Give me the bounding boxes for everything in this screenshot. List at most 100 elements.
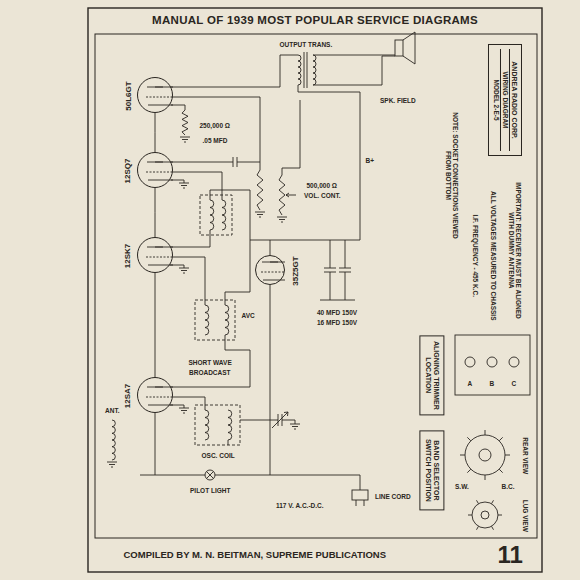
supply-note: 117 V. A.C.-D.C.	[275, 502, 325, 509]
switch-lug	[492, 526, 494, 529]
coil-symbol	[298, 55, 301, 85]
tube-elements	[137, 77, 173, 113]
note-text: ALL VOLTAGES MEASURED TO CHASSIS	[489, 189, 496, 321]
part-value: 16 MFD 150V	[316, 319, 358, 326]
switch-lug	[498, 515, 502, 516]
tube-grid	[146, 171, 173, 172]
band-switch	[465, 435, 505, 475]
tube-plate	[147, 386, 173, 387]
ground-symbol	[179, 408, 189, 413]
part-name: PILOT LIGHT	[189, 487, 231, 494]
box-heading: BAND SELECTOR SWITCH POSITION	[424, 435, 441, 505]
coil-symbol	[225, 305, 229, 335]
tube-link-wire	[155, 188, 156, 237]
coil-symbol	[228, 410, 232, 440]
ground-symbol	[255, 212, 265, 217]
switch-contact	[485, 430, 486, 435]
switch-lug	[492, 500, 494, 503]
diagram-frame	[95, 34, 537, 538]
switch-contact	[499, 437, 503, 441]
page-frame	[88, 8, 542, 572]
note-box: ALIGNING TRIMMER LOCATION	[420, 335, 445, 415]
ground-symbol	[277, 217, 287, 222]
note-text: NOTE: SOCKET CONNECTIONS VIEWED FROM BOT…	[445, 104, 460, 246]
gang-condenser	[272, 412, 288, 428]
tube-grid	[146, 96, 173, 97]
part-value: 250,000 Ω	[199, 122, 232, 129]
trimmer-screw	[487, 357, 497, 367]
tube-grid	[146, 256, 173, 257]
vacuum-tube: 12SA7	[137, 377, 173, 413]
tube-elements	[137, 152, 173, 188]
capacitor-symbol	[324, 268, 336, 272]
part-value: .05 MFD	[202, 137, 229, 144]
switch-contact	[467, 469, 471, 473]
tube-grid	[146, 396, 173, 397]
ground-symbol	[179, 183, 189, 188]
tube-link-wire	[155, 273, 156, 377]
resistor-symbol	[279, 175, 285, 215]
capacitor-symbol	[233, 157, 237, 167]
volume-arm	[286, 193, 296, 197]
part-value: 500,000 Ω	[306, 182, 339, 189]
tube-type: 35Z5GT	[291, 255, 299, 286]
signal-name: B+	[365, 157, 376, 164]
trimmer-screw	[465, 357, 475, 367]
note-text: IMPORTANT: RECEIVER MUST BE ALIGNED WITH…	[508, 179, 523, 321]
tube-cathode	[148, 404, 173, 405]
tube-type: 12SA7	[124, 383, 132, 409]
box-heading: ALIGNING TRIMMER LOCATION	[424, 340, 441, 410]
view-label: LUG VIEW	[521, 498, 528, 532]
if-transformer-can	[200, 195, 232, 235]
band-switch-hub	[479, 449, 491, 461]
note-box: ANDREA RADIO CORP.WIRING DIAGRAMMODEL 2-…	[488, 44, 522, 156]
lug-view-hub	[481, 511, 489, 519]
switch-position: B.C.	[501, 483, 516, 490]
part-name: LINE CORD	[374, 493, 412, 500]
tube-plate	[147, 246, 173, 247]
coil-symbol	[313, 55, 316, 85]
tube-grid	[261, 271, 285, 272]
switch-lug	[477, 526, 479, 529]
components	[107, 55, 510, 530]
tube-cathode	[148, 179, 173, 180]
tube-plate	[147, 161, 173, 162]
vacuum-tube: 50L6GT	[137, 77, 173, 113]
switch-contact	[499, 469, 503, 473]
part-value: 40 MFD 150V	[316, 309, 358, 316]
signal-name: AVC	[241, 312, 256, 319]
ground-symbol	[179, 268, 189, 273]
resistor-symbol	[257, 170, 263, 210]
tube-type: 12SK7	[124, 243, 132, 269]
switch-contact	[505, 455, 510, 456]
trimmer-chassis	[455, 335, 530, 395]
lug-view-wafer	[472, 502, 498, 528]
ground-symbol	[180, 137, 190, 142]
tube-link-wire	[155, 113, 156, 152]
switch-position: S.W.	[454, 483, 470, 490]
publisher-credit: COMPILED BY M. N. BEITMAN, SUPREME PUBLI…	[123, 550, 388, 560]
note-text: I.F. FREQUENCY - 455 K.C.	[471, 213, 478, 298]
line-plug	[352, 490, 368, 500]
note-box: BAND SELECTOR SWITCH POSITION	[420, 430, 445, 510]
vacuum-tube: 35Z5GT	[255, 255, 285, 285]
coil-symbol	[205, 305, 209, 335]
part-name: ANT.	[104, 407, 120, 414]
switch-lug	[477, 500, 479, 503]
box-heading: ANDREA RADIO CORP.	[510, 49, 518, 151]
coil-symbol	[222, 200, 226, 230]
ground-symbol	[290, 424, 300, 429]
tube-cathode	[263, 279, 285, 280]
tube-elements	[255, 255, 285, 285]
coil-symbol	[112, 420, 115, 460]
tube-cathode	[148, 264, 173, 265]
ground-symbol	[107, 462, 117, 467]
box-text: MODEL 2-E-5	[492, 49, 501, 151]
tube-elements	[137, 377, 173, 413]
speaker-magnet	[395, 40, 403, 56]
vacuum-tube: 12SK7	[137, 237, 173, 273]
part-name: OUTPUT TRANS.	[279, 41, 334, 48]
switch-lug	[468, 515, 472, 516]
